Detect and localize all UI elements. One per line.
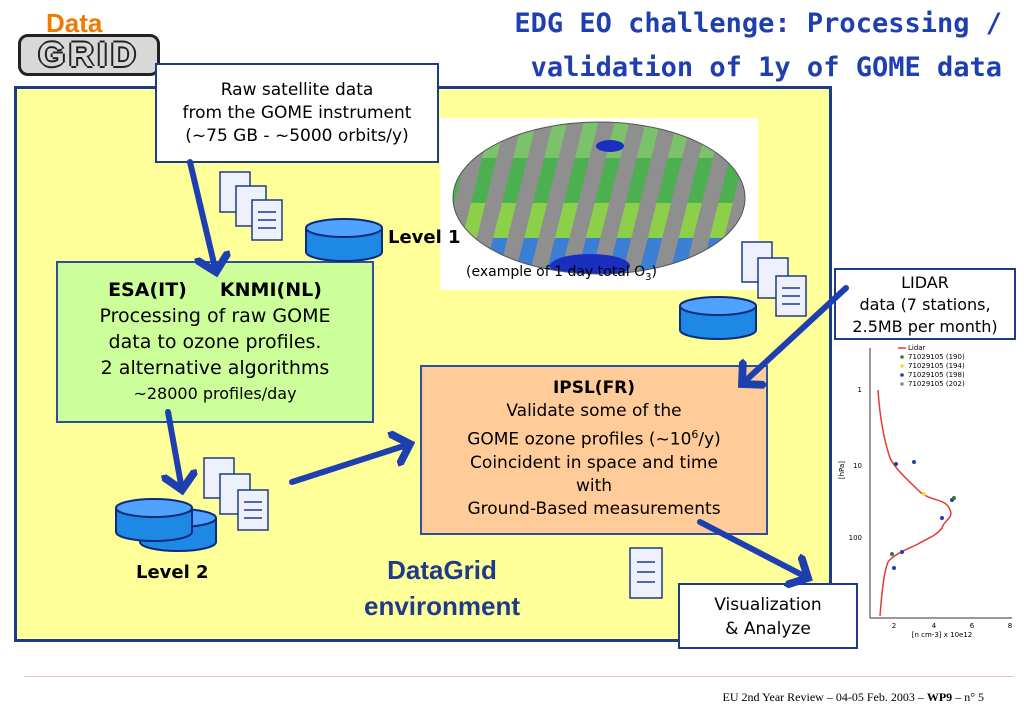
raw-data-line-2: from the GOME instrument [182,103,412,123]
org-knmi: KNMI(NL) [219,279,322,301]
y-tick-10: 10 [853,462,862,470]
lidar-line-3: 2.5MB per month) [852,317,998,336]
lidar-data-box: LIDAR data (7 stations, 2.5MB per month) [834,268,1016,340]
logo-data-word: Data [46,8,103,38]
database-icon-level1-b [679,296,757,340]
ipsl-line-4: with [575,475,613,496]
document-icon-single [629,547,663,599]
lidar-line-1: LIDAR [901,273,949,292]
document-stack-icon-level1 [741,241,807,317]
lidar-line-2: data (7 stations, [859,295,991,314]
y-axis-label: [hPa] [838,461,846,479]
org-esa: ESA(IT) [108,279,187,301]
vis-line-1: Visualization [714,595,822,615]
level-2-label: Level 2 [136,562,209,583]
legend-series-190: 71029105 (190) [908,353,965,361]
document-stack-icon-raw [219,171,283,241]
visualization-box: Visualization & Analyze [678,583,858,649]
legend-lidar: Lidar [908,344,926,352]
x-tick-2: 2 [892,622,896,630]
footer-divider [24,676,1014,677]
database-icon-level2 [115,498,217,552]
ipsl-validation-box: IPSL(FR) Validate some of the GOME ozone… [420,365,768,535]
document-stack-icon-level2 [203,457,269,531]
logo-grid-word: GRID [18,34,160,76]
y-tick-1: 1 [858,386,862,394]
ipsl-line-5: Ground-Based measurements [467,498,721,519]
raw-data-line-1: Raw satellite data [220,80,374,100]
arrow-level2-to-ipsl [289,444,410,485]
arrow-ipsl-to-visualization [697,519,808,578]
x-tick-8: 8 [1008,622,1012,630]
legend-series-202: 71029105 (202) [908,380,965,388]
ipsl-line-3: Coincident in space and time [470,452,718,473]
raw-satellite-data-box: Raw satellite data from the GOME instrum… [155,63,439,163]
arrow-esa-to-level2 [168,409,182,490]
x-axis-label: [n cm-3] x 10e12 [912,631,972,639]
org-ipsl: IPSL(FR) [552,378,636,398]
esa-line-4: ~28000 profiles/day [133,384,297,403]
raw-data-line-3: (~75 GB - ~5000 orbits/y) [185,126,409,146]
legend-series-194: 71029105 (194) [908,362,965,370]
page-title: EDG EO challenge: Processing / validatio… [514,2,1002,90]
footer-text: EU 2nd Year Review – 04-05 Feb. 2003 – W… [722,690,984,704]
x-tick-4: 4 [932,622,937,630]
arrow-lidar-to-ipsl [742,285,849,384]
esa-line-2: data to ozone profiles. [108,331,322,353]
esa-line-3: 2 alternative algorithms [100,357,330,379]
ipsl-line-2: GOME ozone profiles (~106/y) [467,428,721,450]
database-icon-level1 [305,218,383,262]
esa-knmi-processing-box: ESA(IT) KNMI(NL) Processing of raw GOME … [56,261,374,423]
globe-caption: (example of 1 day total O3) [466,264,657,283]
title-line-1: EDG EO challenge: Processing / [514,8,1002,39]
x-tick-6: 6 [970,622,975,630]
legend-series-198: 71029105 (198) [908,371,965,379]
title-line-2: validation of 1y of GOME data [530,52,1002,83]
vis-line-2: & Analyze [725,619,811,639]
ozone-globe-map [440,118,758,290]
level-1-label: Level 1 [388,227,461,248]
y-tick-100: 100 [849,534,862,542]
lidar-profile-chart: Lidar 71029105 (190) 71029105 (194) 7102… [832,340,1022,640]
datagrid-environment-label: DataGrid environment [363,555,521,621]
esa-line-1: Processing of raw GOME [99,305,331,327]
ipsl-line-1: Validate some of the [506,401,682,421]
arrow-raw-to-esa [187,159,216,272]
